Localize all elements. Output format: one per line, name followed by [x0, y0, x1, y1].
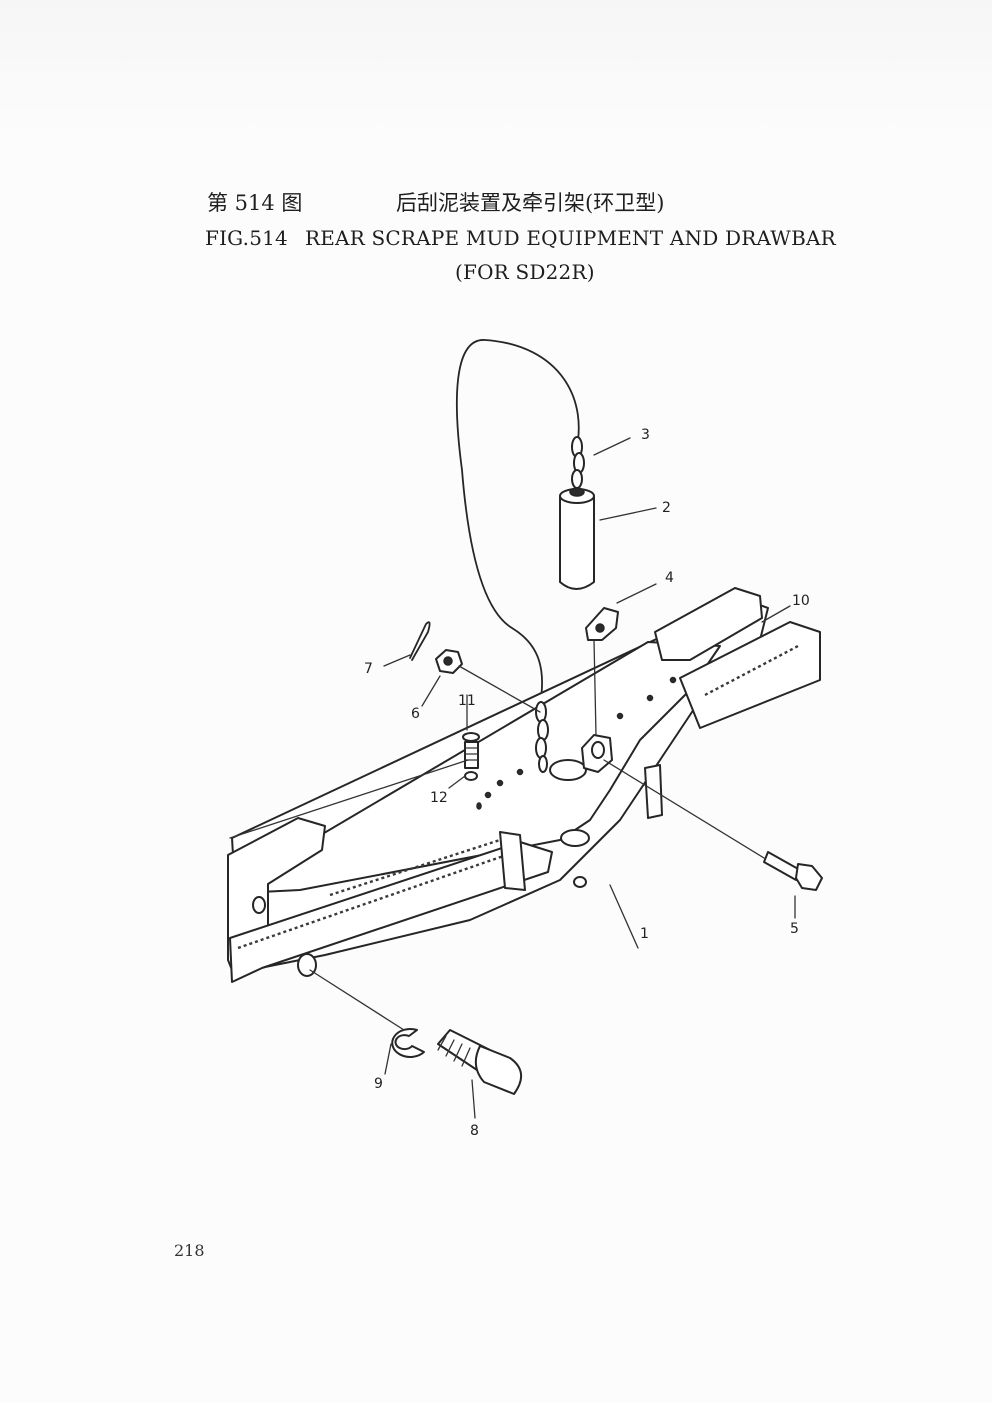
page-shading — [0, 0, 992, 140]
pin-cylinder — [559, 487, 595, 590]
chain-upper — [571, 436, 585, 489]
en-figure-label: FIG.514 — [205, 226, 288, 250]
callout-7: 7 — [364, 661, 373, 677]
small-washer — [464, 771, 478, 781]
pin-bracket — [581, 639, 613, 773]
en-figure-title: REAR SCRAPE MUD EQUIPMENT AND DRAWBAR — [305, 226, 836, 250]
callout-6: 6 — [411, 706, 420, 722]
chain-link-lower — [535, 701, 549, 773]
callout-1: 1 — [640, 926, 649, 942]
callout-9: 9 — [374, 1076, 383, 1092]
callout-11: 11 — [458, 693, 476, 709]
snap-ring — [391, 1027, 425, 1058]
callout-10: 10 — [792, 593, 810, 609]
small-bolt — [462, 732, 480, 769]
drawbar-frame — [227, 587, 821, 983]
cn-figure-label: 第 514 图 — [207, 191, 303, 215]
large-bolt — [437, 1029, 522, 1095]
callout-3: 3 — [641, 427, 650, 443]
callout-12: 12 — [430, 790, 448, 806]
leader-lines — [229, 437, 796, 1119]
cable-loop — [455, 339, 580, 706]
nut — [435, 649, 463, 674]
callout-2: 2 — [662, 500, 671, 516]
callout-labels: 1 2 3 4 5 6 7 8 9 10 11 12 — [364, 427, 810, 1139]
cn-figure-title: 后刮泥装置及牵引架(环卫型) — [396, 191, 665, 215]
cotter-pin — [409, 621, 431, 661]
en-figure-subtitle: (FOR SD22R) — [455, 260, 595, 284]
page-number: 218 — [174, 1241, 205, 1260]
callout-4: 4 — [665, 570, 674, 586]
callout-8: 8 — [470, 1123, 479, 1139]
callout-5: 5 — [790, 921, 799, 937]
pin-hole — [549, 759, 587, 781]
hex-bolt-right — [763, 851, 823, 891]
pin-hole — [560, 829, 590, 847]
